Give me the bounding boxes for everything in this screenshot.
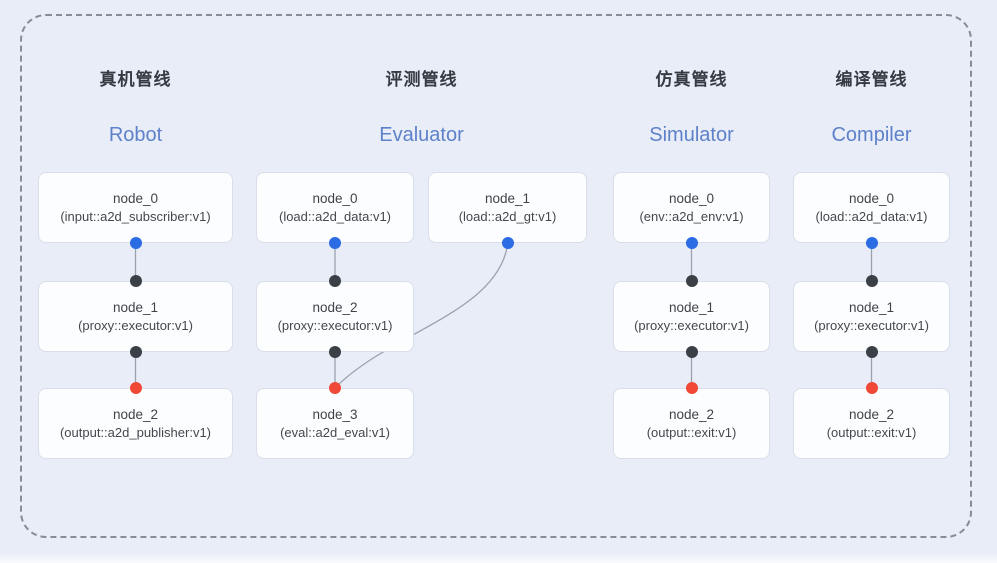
node-name: node_2 xyxy=(312,300,358,315)
node-type: (load::a2d_data:v1) xyxy=(278,209,392,224)
output-port-dot xyxy=(329,346,341,358)
node-name: node_1 xyxy=(668,300,715,315)
node-compiler-node1: node_1 (proxy::executor:v1) xyxy=(793,281,950,352)
node-name: node_2 xyxy=(848,407,895,422)
output-port-dot xyxy=(865,346,878,358)
output-port-dot xyxy=(865,237,878,249)
pipeline-title-en-evaluator: Evaluator xyxy=(379,124,464,146)
node-name: node_3 xyxy=(312,407,358,422)
input-port-dot xyxy=(329,382,341,394)
pipeline-title-en-robot: Robot xyxy=(108,124,163,146)
node-type: (output::exit:v1) xyxy=(646,425,737,440)
node-compiler-node0: node_0 (load::a2d_data:v1) xyxy=(793,172,950,243)
node-evaluator-node0: node_0 (load::a2d_data:v1) xyxy=(256,172,414,243)
node-type: (load::a2d_data:v1) xyxy=(815,209,928,224)
node-simulator-node1: node_1 (proxy::executor:v1) xyxy=(613,281,770,352)
input-port-dot xyxy=(129,382,142,394)
input-port-dot xyxy=(129,275,142,287)
node-type: (proxy::executor:v1) xyxy=(814,318,929,333)
node-evaluator-node3: node_3 (eval::a2d_eval:v1) xyxy=(256,388,414,459)
node-name: node_2 xyxy=(112,407,159,422)
node-evaluator-node1: node_1 (load::a2d_gt:v1) xyxy=(428,172,587,243)
node-type: (output::a2d_publisher:v1) xyxy=(59,425,212,440)
node-evaluator-node2: node_2 (proxy::executor:v1) xyxy=(256,281,414,352)
node-name: node_0 xyxy=(312,191,358,206)
node-name: node_0 xyxy=(668,191,715,206)
node-type: (load::a2d_gt:v1) xyxy=(458,209,557,224)
node-name: node_2 xyxy=(668,407,715,422)
node-name: node_1 xyxy=(848,300,895,315)
node-type: (output::exit:v1) xyxy=(826,425,917,440)
pipeline-title-zh-compiler: 编译管线 xyxy=(835,70,908,89)
output-port-dot xyxy=(129,346,142,358)
node-robot-node1: node_1 (proxy::executor:v1) xyxy=(38,281,233,352)
input-port-dot xyxy=(329,275,341,287)
edge-eval-n1-n3 xyxy=(336,244,509,387)
node-name: node_1 xyxy=(112,300,159,315)
input-port-dot xyxy=(865,275,878,287)
node-robot-node0: node_0 (input::a2d_subscriber:v1) xyxy=(38,172,233,243)
node-type: (proxy::executor:v1) xyxy=(634,318,749,333)
node-simulator-node2: node_2 (output::exit:v1) xyxy=(613,388,770,459)
input-port-dot xyxy=(865,382,878,394)
node-name: node_1 xyxy=(484,191,531,206)
input-port-dot xyxy=(685,275,698,287)
node-name: node_0 xyxy=(848,191,895,206)
output-port-dot xyxy=(129,237,142,249)
node-type: (env::a2d_env:v1) xyxy=(639,209,744,224)
pipeline-title-en-compiler: Compiler xyxy=(831,124,912,146)
pipeline-title-zh-simulator: 仿真管线 xyxy=(655,70,728,89)
bottom-fade xyxy=(0,553,997,563)
output-port-dot xyxy=(501,237,514,249)
input-port-dot xyxy=(685,382,698,394)
node-type: (input::a2d_subscriber:v1) xyxy=(60,209,211,224)
output-port-dot xyxy=(685,346,698,358)
pipeline-title-zh-evaluator: 评测管线 xyxy=(385,70,458,89)
node-type: (proxy::executor:v1) xyxy=(277,318,393,333)
node-type: (proxy::executor:v1) xyxy=(78,318,193,333)
node-robot-node2: node_2 (output::a2d_publisher:v1) xyxy=(38,388,233,459)
node-type: (eval::a2d_eval:v1) xyxy=(280,425,390,440)
output-port-dot xyxy=(329,237,341,249)
output-port-dot xyxy=(685,237,698,249)
pipeline-title-en-simulator: Simulator xyxy=(649,124,734,146)
node-name: node_0 xyxy=(112,191,159,206)
node-compiler-node2: node_2 (output::exit:v1) xyxy=(793,388,950,459)
node-simulator-node0: node_0 (env::a2d_env:v1) xyxy=(613,172,770,243)
pipeline-title-zh-robot: 真机管线 xyxy=(99,70,172,89)
